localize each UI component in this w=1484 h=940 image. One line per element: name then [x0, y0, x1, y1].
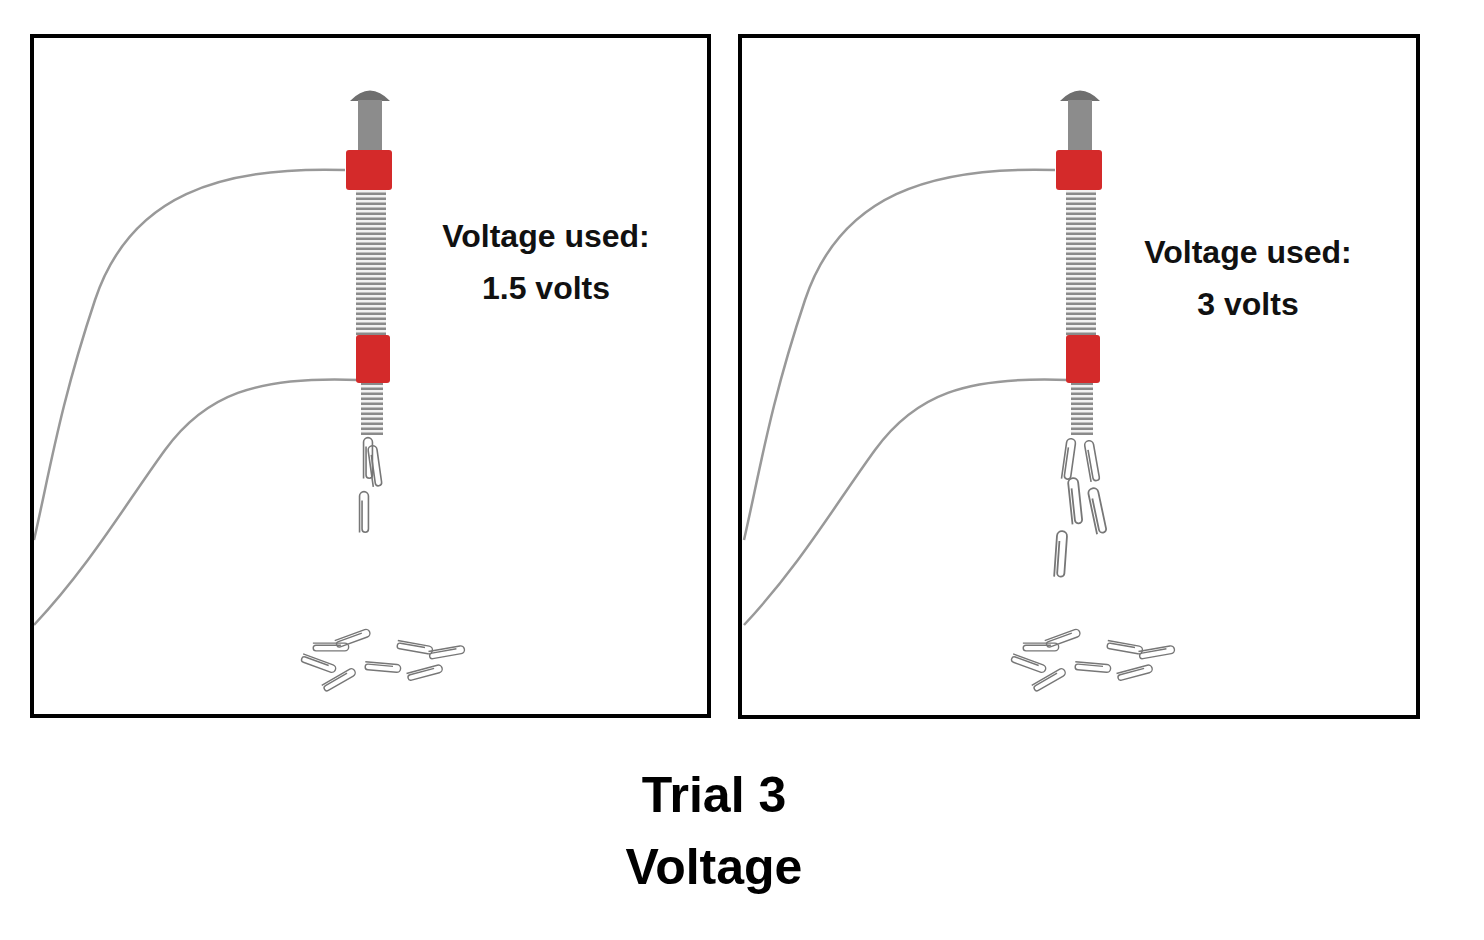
- trial-title: Trial 3: [464, 764, 964, 826]
- voltage-text: Voltage used:: [396, 210, 696, 262]
- right-electromagnet: [744, 91, 1175, 693]
- trial-panel: Voltage used:1.5 volts: [30, 34, 711, 718]
- trial-caption: Voltage: [464, 836, 964, 898]
- trial-panel: Voltage used:3 volts: [738, 34, 1420, 719]
- left-electromagnet: [34, 91, 465, 693]
- voltage-text: 1.5 volts: [396, 262, 696, 314]
- voltage-text: 3 volts: [1098, 278, 1398, 330]
- voltage-label: Voltage used:3 volts: [1098, 222, 1398, 334]
- voltage-text: Voltage used:: [1098, 226, 1398, 278]
- voltage-label: Voltage used:1.5 volts: [396, 206, 696, 318]
